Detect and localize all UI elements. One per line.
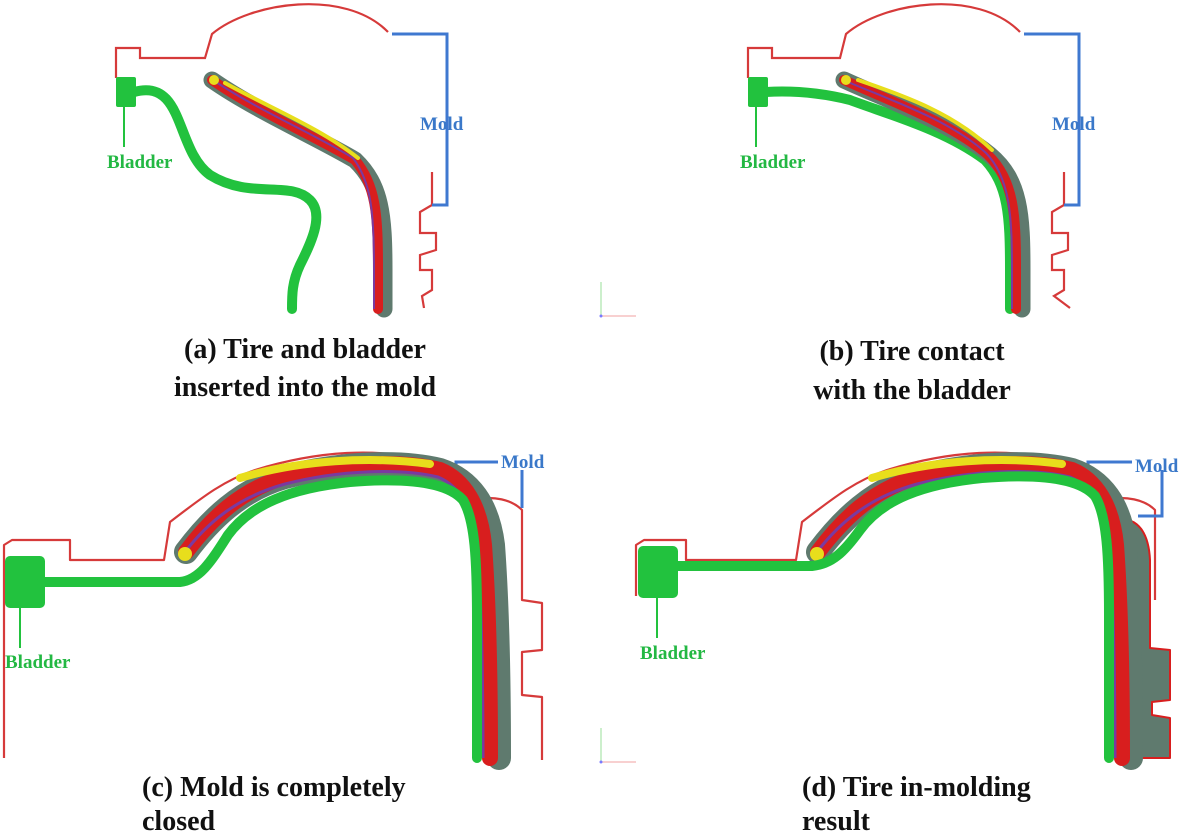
- tire-red-layer: [178, 456, 498, 766]
- bead-core: [810, 547, 824, 561]
- bead-core: [209, 75, 219, 85]
- bladder-label: Bladder: [640, 643, 706, 664]
- tire-yellow-belt: [868, 456, 1066, 482]
- mold-label: Mold: [1052, 114, 1096, 135]
- mold-bracket-lower: [1138, 470, 1164, 518]
- mold-label: Mold: [1135, 456, 1179, 477]
- svg-text:inserted into the mold: inserted into the mold: [174, 372, 437, 403]
- tire-carcass: [806, 452, 1171, 770]
- panel-d: Mold Bladder (d) Tire in-molding result: [599, 451, 1179, 834]
- tire-carcass: [203, 71, 393, 318]
- bladder-membrane: [670, 471, 1114, 763]
- tire-purple-ply: [847, 81, 1013, 309]
- bladder-clamp: [116, 77, 136, 107]
- tire-red-layer: [839, 75, 1021, 314]
- bladder-clamp: [748, 77, 768, 107]
- mold-bracket: [392, 32, 449, 207]
- bead-core: [178, 547, 192, 561]
- bladder: [748, 77, 1015, 314]
- svg-text:(a) Tire and bladder: (a) Tire and bladder: [184, 334, 426, 365]
- bladder: [116, 77, 322, 314]
- tire-outer-layer: [835, 71, 1031, 318]
- axis-triad: [599, 282, 636, 318]
- panel-c: Mold Bladder (c) Mold is completely clos…: [2, 451, 545, 834]
- bladder-label: Bladder: [107, 152, 173, 173]
- caption-d: (d) Tire in-molding result: [802, 772, 1031, 834]
- axis-triad: [599, 728, 636, 764]
- caption-a: (a) Tire and bladder inserted into the m…: [174, 334, 437, 403]
- bladder-label: Bladder: [740, 152, 806, 173]
- tire-red-layer: [810, 456, 1130, 766]
- tire-yellow-belt: [236, 456, 434, 482]
- mold-bracket: [1024, 32, 1081, 207]
- bladder-clamp: [638, 546, 678, 598]
- svg-text:with the bladder: with the bladder: [813, 375, 1011, 406]
- mold-outline: [746, 3, 1071, 309]
- tire-yellow-belt: [856, 78, 994, 152]
- svg-text:result: result: [802, 806, 871, 834]
- svg-text:(b) Tire contact: (b) Tire contact: [819, 336, 1005, 367]
- panel-b: Mold Bladder (b) Tire contact with the b…: [599, 3, 1096, 406]
- tire-carcass: [835, 71, 1031, 318]
- tire-yellow-belt: [223, 81, 360, 160]
- svg-text:closed: closed: [142, 806, 216, 834]
- bladder-label: Bladder: [5, 652, 71, 673]
- svg-text:(d) Tire in-molding: (d) Tire in-molding: [802, 772, 1031, 803]
- mold-label: Mold: [501, 452, 545, 473]
- bladder: [5, 475, 482, 763]
- bladder-clamp: [5, 556, 45, 608]
- mold-label: Mold: [420, 114, 464, 135]
- bladder-membrane: [37, 475, 482, 763]
- panel-a: Mold Bladder (a) Tire and bladder insert…: [107, 3, 464, 403]
- caption-c: (c) Mold is completely closed: [142, 772, 406, 834]
- tire-purple-ply: [215, 81, 375, 309]
- bladder-membrane: [761, 86, 1015, 314]
- bladder-membrane: [129, 85, 322, 314]
- svg-text:(c) Mold is completely: (c) Mold is completely: [142, 772, 406, 803]
- mold-outline: [114, 3, 438, 309]
- bead-core: [841, 75, 851, 85]
- bladder: [638, 471, 1114, 763]
- caption-b: (b) Tire contact with the bladder: [813, 336, 1011, 406]
- tire-carcass: [174, 452, 511, 770]
